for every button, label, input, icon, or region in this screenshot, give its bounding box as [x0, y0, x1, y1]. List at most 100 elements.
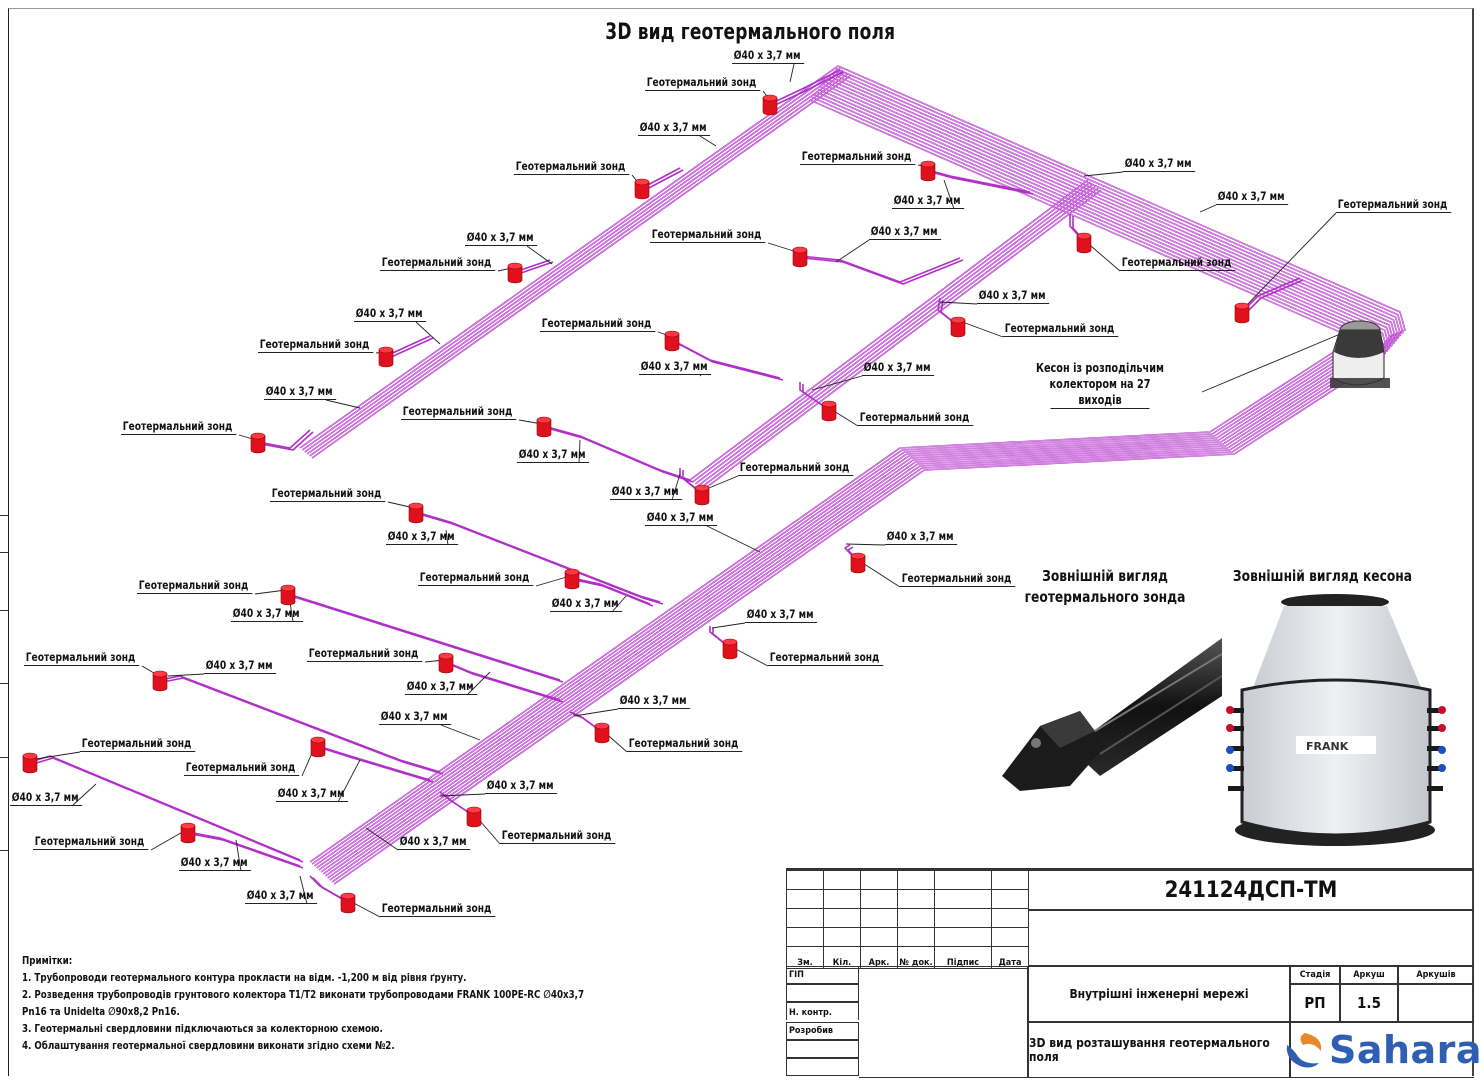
company-logo-cell: Sahara	[1286, 1022, 1481, 1078]
caisson-manifold	[1330, 320, 1390, 388]
lower-trunk-bundle-highlight	[331, 367, 1363, 883]
pipe-size-label: Ø40 x 3,7 мм	[550, 597, 623, 612]
upper-left-trunk-highlight	[299, 65, 839, 449]
lower-trunk-bundle-highlight	[314, 351, 1345, 867]
probe-view-caption-line1: Зовнішній вигляд	[1042, 567, 1168, 585]
branch-pipe	[927, 169, 1031, 193]
leader-line	[325, 399, 361, 409]
branch-pipe	[644, 169, 684, 191]
leader-line	[711, 622, 746, 629]
branch-pipe	[772, 71, 844, 107]
pipe-size-label: Ø40 x 3,7 мм	[379, 710, 452, 725]
revision-table: Зм. Кіл. Арк. № док. Підпис Дата	[786, 870, 1029, 969]
pipe-size-label: Ø40 x 3,7 мм	[638, 121, 711, 136]
note-item: Pn16 та Unidelta ∅90x8,2 Pn16.	[22, 1005, 180, 1018]
geothermal-probe	[310, 736, 326, 758]
branch-pipe	[317, 745, 431, 781]
middle-diagonal-trunk-highlight	[702, 189, 1102, 491]
probe-label: Геотермальний зонд	[540, 317, 655, 332]
lower-trunk-bundle-highlight	[327, 363, 1358, 879]
leader-line	[150, 829, 187, 851]
upper-left-trunk-highlight	[311, 75, 851, 459]
middle-diagonal-trunk-highlight	[695, 183, 1094, 485]
leader-line	[299, 875, 308, 905]
pipe-size-label: Ø40 x 3,7 мм	[405, 680, 478, 695]
leader-line	[1241, 212, 1337, 311]
branch-pipe	[290, 595, 564, 683]
pipe-size-label: Ø40 x 3,7 мм	[264, 385, 337, 400]
geothermal-probe	[564, 568, 580, 590]
leader-line	[289, 601, 294, 623]
leader-line	[526, 245, 553, 265]
geothermal-probe	[920, 160, 936, 182]
branch-pipe	[385, 335, 431, 357]
probe-label: Геотермальний зонд	[418, 571, 533, 586]
branch-pipe	[257, 429, 311, 449]
leader-line	[811, 375, 863, 391]
leader-line	[573, 708, 619, 717]
probe-label: Геотермальний зонд	[650, 228, 765, 243]
company-logo: Sahara	[1283, 1028, 1481, 1072]
project-name-empty	[1028, 910, 1474, 966]
geothermal-probe	[250, 432, 266, 454]
lower-trunk-bundle-highlight	[325, 361, 1356, 877]
probe-label: Геотермальний зонд	[80, 737, 195, 752]
branch-pipe	[674, 341, 784, 381]
leader-line	[440, 724, 481, 741]
lower-trunk-bundle-highlight	[320, 357, 1352, 873]
role-developer: Розробив	[786, 1022, 859, 1040]
branch-pipe	[930, 171, 1034, 195]
leader-line	[439, 793, 486, 797]
caisson-leader-line	[1201, 331, 1346, 393]
pipe-size-label: Ø40 x 3,7 мм	[885, 530, 958, 545]
branch-pipe	[448, 663, 564, 703]
probe-label: Геотермальний зонд	[858, 411, 973, 426]
probe-label: Геотермальний зонд	[768, 651, 883, 666]
probe-label: Геотермальний зонд	[500, 829, 615, 844]
signature-roles: ГІП Н. контр. Розробив	[786, 966, 1028, 1078]
company-name: Sahara	[1328, 1028, 1481, 1072]
probe-label: Геотермальний зонд	[258, 338, 373, 353]
sheet-title: 3D вид розташування геотермального поля	[1028, 1022, 1290, 1078]
leader-line	[535, 575, 571, 587]
middle-diagonal-trunk-highlight	[697, 185, 1096, 487]
geothermal-probe	[821, 400, 837, 422]
lower-trunk-bundle-highlight	[323, 359, 1354, 875]
middle-diagonal-trunk-highlight	[689, 179, 1089, 481]
upper-left-trunk-highlight	[302, 67, 841, 451]
branch-pipe	[187, 831, 301, 867]
pipe-size-label: Ø40 x 3,7 мм	[745, 608, 818, 623]
notes-heading: Примітки:	[22, 954, 73, 967]
geothermal-probe	[438, 652, 454, 674]
pipe-size-label: Ø40 x 3,7 мм	[276, 787, 349, 802]
geothermal-probe	[792, 246, 808, 268]
geothermal-probe	[694, 484, 710, 506]
pipe-size-label: Ø40 x 3,7 мм	[204, 659, 277, 674]
leader-line	[365, 827, 399, 851]
geothermal-probe	[22, 752, 38, 774]
role-gip: ГІП	[786, 966, 859, 984]
geothermal-probe	[950, 316, 966, 338]
note-item: 2. Розведення трубопроводів грунтового к…	[22, 988, 585, 1001]
probe-label: Геотермальний зонд	[137, 579, 252, 594]
sheet-header: Аркуш	[1340, 966, 1398, 984]
pipe-size-label: Ø40 x 3,7 мм	[862, 361, 935, 376]
leader-line	[835, 239, 870, 263]
branch-pipe	[287, 593, 561, 681]
title-block: Зм. Кіл. Арк. № док. Підпис Дата ГІП Н. …	[786, 868, 1481, 1078]
pipe-size-label: Ø40 x 3,7 мм	[645, 511, 718, 526]
probe-label: Геотермальний зонд	[24, 651, 139, 666]
probe-view-caption-line2: геотермального зонда	[1024, 588, 1186, 606]
geothermal-probe	[722, 638, 738, 660]
geothermal-probe	[180, 822, 196, 844]
role-empty	[786, 1058, 859, 1076]
stage-header: Стадія	[1290, 966, 1340, 984]
geothermal-probe	[466, 806, 482, 828]
pipe-size-label: Ø40 x 3,7 мм	[610, 485, 683, 500]
sheet-value: 1.5	[1340, 984, 1398, 1022]
rev-header: Зм.	[786, 946, 824, 969]
leader-line	[789, 63, 795, 83]
geothermal-probe	[762, 94, 778, 116]
role-norm-control: Н. контр.	[786, 1002, 859, 1020]
probe-label: Геотермальний зонд	[380, 902, 495, 917]
